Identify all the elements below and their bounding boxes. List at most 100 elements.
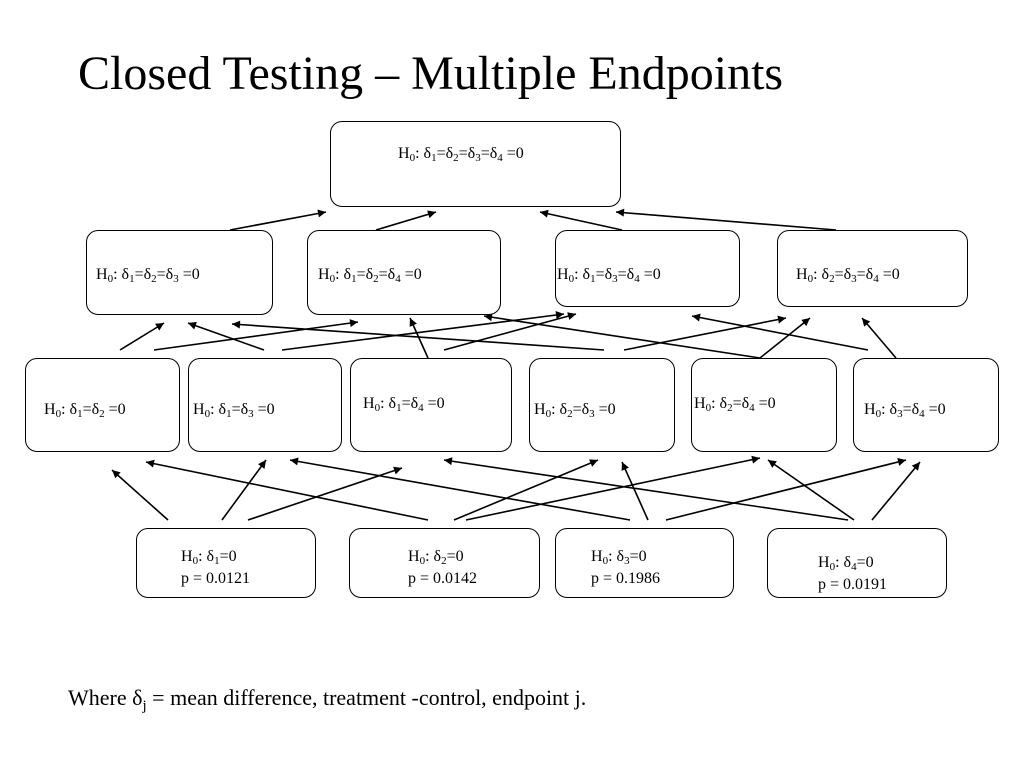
arrow-h34-to-h134: [691, 313, 869, 351]
delta-symbol: δ: [69, 401, 78, 418]
node-h0-d1-d2-d3-d4: H0: δ1=δ2=δ3=δ4 =0: [330, 121, 621, 207]
hypothesis-h: H: [408, 548, 420, 565]
arrow-h14-to-h134: [443, 312, 577, 351]
hypothesis-h: H: [694, 395, 706, 412]
delta-index-3: 3: [897, 408, 903, 420]
hypothesis-label: H0: δ1=δ3=δ4 =0: [557, 265, 661, 285]
arrow-h234-to-h1234: [615, 208, 837, 231]
hypothesis-colon: :: [113, 266, 122, 283]
delta-index-2: 2: [151, 273, 157, 285]
arrow-h2-to-h12: [145, 459, 429, 521]
delta-symbol: =δ: [378, 266, 396, 283]
hypothesis-colon: :: [61, 401, 70, 418]
node-h0-d1-d2-d4: H0: δ1=δ2=δ4 =0: [307, 230, 501, 315]
hypothesis-label: H0: δ1=0: [181, 547, 237, 567]
delta-symbol: δ: [889, 401, 898, 418]
hypothesis-h: H: [557, 266, 569, 283]
hypothesis-value: =0: [924, 401, 946, 418]
hypothesis-label: H0: δ1=δ2=δ3 =0: [96, 265, 200, 285]
hypothesis-colon: :: [813, 266, 822, 283]
hypothesis-value: =0: [104, 401, 126, 418]
delta-symbol: =δ: [134, 266, 152, 283]
hypothesis-null-subscript: 0: [875, 408, 882, 420]
p-value-h1: p = 0.0121: [181, 570, 251, 587]
delta-symbol: =δ: [834, 266, 852, 283]
hypothesis-null-subscript: 0: [204, 408, 211, 420]
delta-symbol: =δ: [356, 266, 374, 283]
hypothesis-h: H: [44, 401, 56, 418]
arrow-h2-to-h24: [465, 455, 761, 521]
hypothesis-label: H0: δ3=δ4 =0: [864, 400, 946, 420]
hypothesis-label: H0: δ1=δ2 =0: [44, 400, 126, 420]
delta-index-4: 4: [873, 273, 879, 285]
delta-symbol: δ: [433, 548, 442, 565]
delta-symbol: =δ: [572, 401, 590, 418]
hypothesis-h: H: [398, 145, 410, 162]
hypothesis-colon: :: [210, 401, 219, 418]
hypothesis-value: =0: [629, 548, 647, 565]
hypothesis-h: H: [181, 548, 193, 565]
hypothesis-colon: :: [551, 401, 560, 418]
hypothesis-value: =0: [178, 266, 200, 283]
delta-index-4: 4: [749, 402, 755, 414]
arrow-h124-to-h1234: [375, 210, 437, 231]
hypothesis-value: =0: [253, 401, 275, 418]
node-h0-d1: H0: δ1=0 p = 0.0121: [136, 528, 316, 598]
hypothesis-value: =0: [423, 395, 445, 412]
hypothesis-colon: :: [835, 554, 844, 571]
node-h0-d3: H0: δ3=0 p = 0.1986: [555, 528, 734, 598]
arrow-h24-to-h124: [483, 313, 761, 359]
footnote-subscript: j: [142, 698, 147, 714]
hypothesis-label: H0: δ1=δ2=δ4 =0: [318, 265, 422, 285]
delta-symbol: δ: [343, 266, 352, 283]
hypothesis-label: H0: δ2=δ3=δ4 =0: [796, 265, 900, 285]
delta-index-1: 1: [351, 273, 357, 285]
hypothesis-value: =0: [502, 145, 524, 162]
delta-index-1: 1: [77, 408, 83, 420]
delta-symbol: δ: [388, 395, 397, 412]
delta-index-3: 3: [624, 555, 630, 567]
slide-title: Closed Testing – Multiple Endpoints: [78, 47, 784, 100]
delta-index-3: 3: [612, 273, 618, 285]
hypothesis-h: H: [318, 266, 330, 283]
hypothesis-null-subscript: 0: [602, 555, 609, 567]
arrow-h13-to-h123: [187, 321, 265, 351]
delta-index-4: 4: [395, 273, 401, 285]
hypothesis-null-subscript: 0: [192, 555, 199, 567]
node-h0-d2-d4: H0: δ2=δ4 =0: [691, 358, 837, 452]
delta-symbol: δ: [843, 554, 852, 571]
delta-symbol: δ: [719, 395, 728, 412]
delta-symbol: δ: [616, 548, 625, 565]
delta-index-2: 2: [99, 408, 105, 420]
hypothesis-value: =0: [639, 266, 661, 283]
arrow-h13-to-h134: [281, 311, 565, 351]
hypothesis-h: H: [591, 548, 603, 565]
arrow-h3-to-h34: [665, 458, 907, 521]
delta-index-1: 1: [214, 555, 220, 567]
hypothesis-h: H: [534, 401, 546, 418]
hypothesis-colon: :: [415, 145, 424, 162]
hypothesis-label: H0: δ1=δ2=δ3=δ4 =0: [398, 144, 524, 164]
hypothesis-colon: :: [425, 548, 434, 565]
delta-index-4: 4: [919, 408, 925, 420]
delta-index-4: 4: [497, 152, 503, 164]
delta-symbol: =δ: [856, 266, 874, 283]
delta-index-2: 2: [441, 555, 447, 567]
arrow-h1-to-h14: [247, 466, 403, 521]
hypothesis-null-subscript: 0: [329, 273, 336, 285]
hypothesis-value: =0: [446, 548, 464, 565]
delta-index-1: 1: [590, 273, 596, 285]
hypothesis-null-subscript: 0: [829, 561, 836, 573]
footnote-suffix: = mean difference, treatment -control, e…: [146, 685, 587, 710]
arrow-h34-to-h234: [861, 317, 897, 359]
node-h0-d2: H0: δ2=0 p = 0.0142: [349, 528, 540, 598]
delta-index-4: 4: [418, 402, 424, 414]
node-h0-d1-d3: H0: δ1=δ3 =0: [188, 358, 342, 452]
delta-symbol: =δ: [732, 395, 750, 412]
arrow-h2-to-h23: [453, 459, 599, 521]
hypothesis-h: H: [818, 554, 830, 571]
delta-symbol: δ: [218, 401, 227, 418]
node-h0-d2-d3-d4: H0: δ2=δ3=δ4 =0: [777, 230, 968, 307]
hypothesis-null-subscript: 0: [568, 273, 575, 285]
